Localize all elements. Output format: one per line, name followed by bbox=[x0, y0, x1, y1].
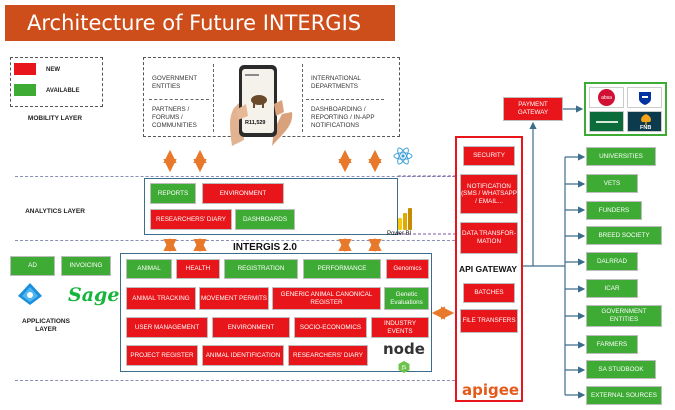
legend bbox=[10, 57, 103, 107]
nedbank-logo bbox=[589, 111, 624, 132]
intergis-animal-tracking[interactable]: ANIMAL TRACKING bbox=[126, 287, 196, 310]
analytics-researchers-diary[interactable]: RESEARCHERS' DIARY bbox=[150, 209, 232, 230]
intergis-genomics[interactable]: Genomics bbox=[386, 259, 429, 279]
mobility-international: INTERNATIONAL DEPARTMENTS bbox=[311, 75, 361, 90]
mobility-sep-right bbox=[306, 99, 384, 100]
standard-bank-icon bbox=[638, 91, 651, 105]
ext-dalrrad[interactable]: DALRRAD bbox=[586, 252, 638, 271]
intergis-socio-economics[interactable]: SOCIO-ECONOMICS bbox=[294, 317, 367, 338]
fnb-logo: FNB bbox=[627, 111, 662, 132]
analytics-layer-label: ANALYTICS LAYER bbox=[25, 208, 85, 215]
ext-universities[interactable]: UNIVERSITIES bbox=[586, 147, 656, 166]
analytics-box bbox=[144, 178, 398, 235]
gateway-external-connectors bbox=[523, 105, 586, 399]
app-invoicing[interactable]: INVOICING bbox=[61, 256, 111, 276]
legend-new-swatch bbox=[14, 63, 36, 75]
intergis-industry-events[interactable]: INDUSTRY EVENTS bbox=[371, 317, 429, 338]
mobility-sep-left bbox=[149, 99, 209, 100]
absa-logo: absa bbox=[589, 87, 624, 108]
ext-vets[interactable]: VETS bbox=[586, 174, 638, 193]
intergis-performance[interactable]: PERFORMANCE bbox=[303, 259, 381, 279]
intergis-animal-identification[interactable]: ANIMAL IDENTIFICATION bbox=[202, 345, 284, 366]
gateway-file-transfers[interactable]: FILE TRANSFERS bbox=[460, 309, 518, 333]
intergis-registration[interactable]: REGISTRATION bbox=[224, 259, 298, 279]
intergis-health[interactable]: HEALTH bbox=[176, 259, 220, 279]
react-icon bbox=[393, 147, 413, 165]
mobility-partners: PARTNERS / FORUMS / COMMUNITIES bbox=[152, 106, 197, 129]
gateway-batches[interactable]: BATCHES bbox=[463, 283, 515, 303]
power-bi-icon bbox=[398, 208, 412, 230]
intergis-movement-permits[interactable]: MOVEMENT PERMITS bbox=[199, 287, 269, 310]
power-bi-label: Power BI bbox=[387, 231, 412, 237]
intergis-environment[interactable]: ENVIRONMENT bbox=[212, 317, 290, 338]
fnb-label: FNB bbox=[640, 125, 652, 131]
mobility-dashboarding: DASHBOARDING / REPORTING / IN-APP NOTIFI… bbox=[311, 106, 375, 129]
app-ad[interactable]: AD bbox=[10, 256, 55, 276]
apigee-logo: apigee bbox=[462, 381, 520, 399]
mobility-layer-label: MOBILITY LAYER bbox=[27, 115, 83, 122]
fnb-tree-icon bbox=[641, 114, 651, 125]
intergis-genetic-evaluations[interactable]: Genetic Evaluations bbox=[384, 287, 429, 310]
layer-separator-3 bbox=[15, 380, 455, 381]
ext-icar[interactable]: ICAR bbox=[586, 279, 638, 298]
api-gateway-title: API GATEWAY bbox=[459, 264, 518, 274]
intergis-project-register[interactable]: PROJECT REGISTER bbox=[126, 345, 198, 366]
bank-logos-box bbox=[584, 82, 667, 136]
ext-farmers[interactable]: FARMERS bbox=[586, 335, 638, 354]
ext-breed-society[interactable]: BREED SOCIETY bbox=[586, 226, 662, 245]
mobility-government-entities: GOVERNMENT ENTITIES bbox=[152, 75, 198, 90]
ext-government-entities[interactable]: GOVERNMENT ENTITIES bbox=[586, 305, 662, 327]
absa-label: absa bbox=[598, 89, 615, 106]
analytics-reports[interactable]: REPORTS bbox=[150, 183, 196, 204]
legend-available-swatch bbox=[14, 84, 36, 96]
page-title: Architecture of Future INTERGIS bbox=[5, 5, 395, 41]
intergis-title: INTERGIS 2.0 bbox=[233, 242, 297, 253]
mobility-vsep-right bbox=[302, 64, 303, 132]
layer-separator-1 bbox=[15, 176, 455, 177]
legend-available-label: AVAILABLE bbox=[46, 88, 80, 94]
payment-gateway[interactable]: PAYMENT GATEWAY bbox=[503, 97, 563, 121]
ext-external-sources[interactable]: EXTERNAL SOURCES bbox=[586, 386, 662, 405]
analytics-dashboards[interactable]: DASHBOARDS bbox=[235, 209, 295, 230]
intergis-user-management[interactable]: USER MANAGEMENT bbox=[126, 317, 208, 338]
mobility-analytics-arrows bbox=[163, 149, 382, 173]
standard-bank-logo bbox=[627, 87, 662, 108]
gateway-security[interactable]: SECURITY bbox=[463, 146, 515, 166]
analytics-environment[interactable]: ENVIRONMENT bbox=[202, 183, 284, 204]
intergis-researchers-diary[interactable]: RESEARCHERS' DIARY bbox=[288, 345, 368, 366]
gateway-notification[interactable]: NOTIFICATION (SMS / WHATSAPP / EMAIL... bbox=[460, 174, 518, 214]
phone-amount: R11,529 bbox=[245, 120, 266, 126]
mobility-vsep-left bbox=[213, 64, 214, 132]
intergis-box bbox=[120, 253, 432, 372]
intergis-canonical-register[interactable]: GENERIC ANIMAL CANONICAL REGISTER bbox=[272, 287, 381, 310]
ext-sa-studbook[interactable]: SA STUDBOOK bbox=[586, 360, 656, 379]
nodejs-logo: node bbox=[383, 340, 425, 358]
nodejs-hexagon-icon: JS bbox=[398, 361, 410, 373]
legend-new-label: NEW bbox=[46, 67, 60, 73]
intergis-animal[interactable]: ANIMAL bbox=[126, 259, 172, 279]
ext-funders[interactable]: FUNDERS bbox=[586, 201, 642, 220]
sage-logo: Sage bbox=[68, 284, 120, 306]
svg-text:JS: JS bbox=[401, 365, 407, 371]
layer-separator-2 bbox=[15, 240, 455, 241]
mobile-phone-image bbox=[230, 65, 293, 146]
applications-layer-label: APPLICATIONS LAYER bbox=[22, 318, 70, 334]
azure-ad-icon bbox=[18, 283, 42, 305]
gateway-data-transformation[interactable]: DATA TRANSFOR-MATION bbox=[460, 222, 518, 254]
